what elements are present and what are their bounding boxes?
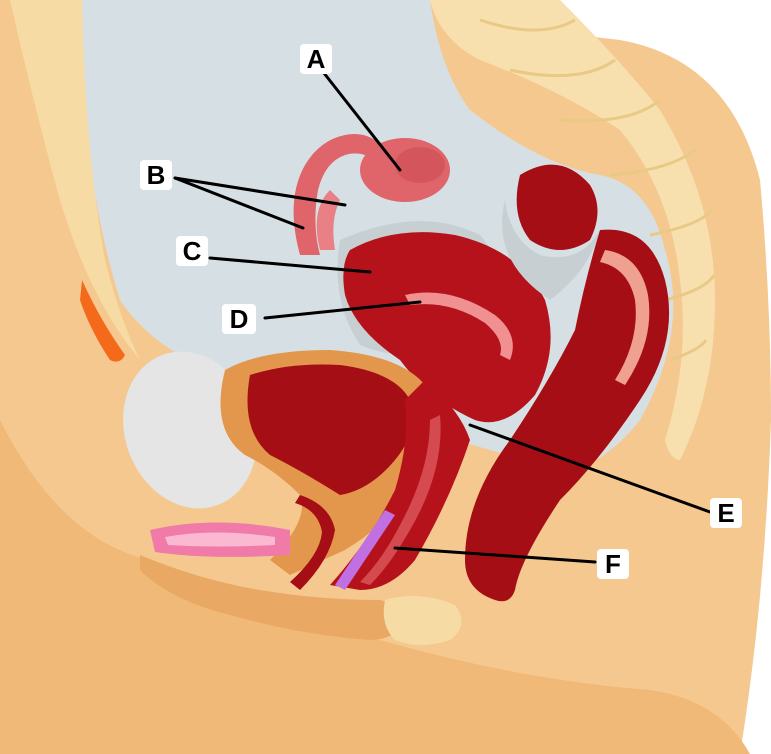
label-d: D xyxy=(230,304,249,334)
label-b: B xyxy=(147,160,166,190)
label-e-group: E xyxy=(710,498,742,528)
label-c: C xyxy=(183,236,202,266)
label-b-group: B xyxy=(140,160,172,190)
label-e: E xyxy=(717,498,734,528)
anal-region xyxy=(384,596,462,645)
ovary-highlight xyxy=(395,147,445,183)
label-a-group: A xyxy=(300,44,332,74)
label-c-group: C xyxy=(176,236,208,266)
label-a: A xyxy=(307,44,326,74)
label-d-group: D xyxy=(222,304,256,334)
label-f: F xyxy=(605,549,621,579)
label-f-group: F xyxy=(597,549,629,579)
